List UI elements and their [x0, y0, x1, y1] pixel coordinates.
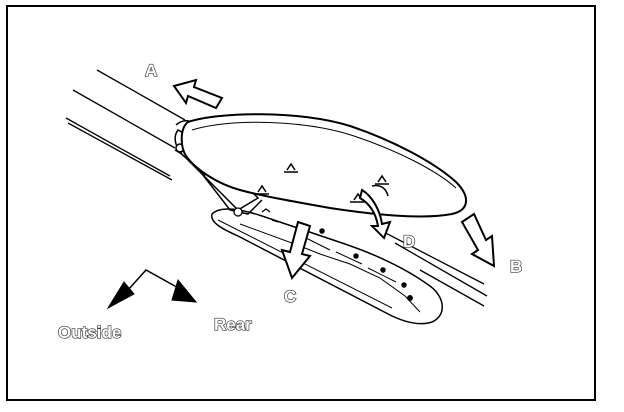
label-d: D [403, 232, 415, 251]
label-outside: Outside [58, 323, 121, 342]
crossbar-cover [180, 113, 467, 218]
rear-arrowhead-icon [171, 278, 198, 303]
outside-arrowhead-icon [106, 281, 135, 310]
label-rear: Rear [214, 315, 252, 334]
label-c: C [284, 287, 296, 306]
arrow-c-icon [280, 220, 312, 281]
bracket-screws [233, 207, 279, 223]
arrow-b-icon [460, 212, 496, 268]
label-b: B [510, 257, 522, 276]
label-a: A [145, 61, 157, 80]
orientation-indicator [127, 269, 183, 291]
arrow-a-icon [172, 78, 224, 110]
rail-base-plate [211, 208, 443, 325]
arrow-d-icon [358, 184, 392, 240]
